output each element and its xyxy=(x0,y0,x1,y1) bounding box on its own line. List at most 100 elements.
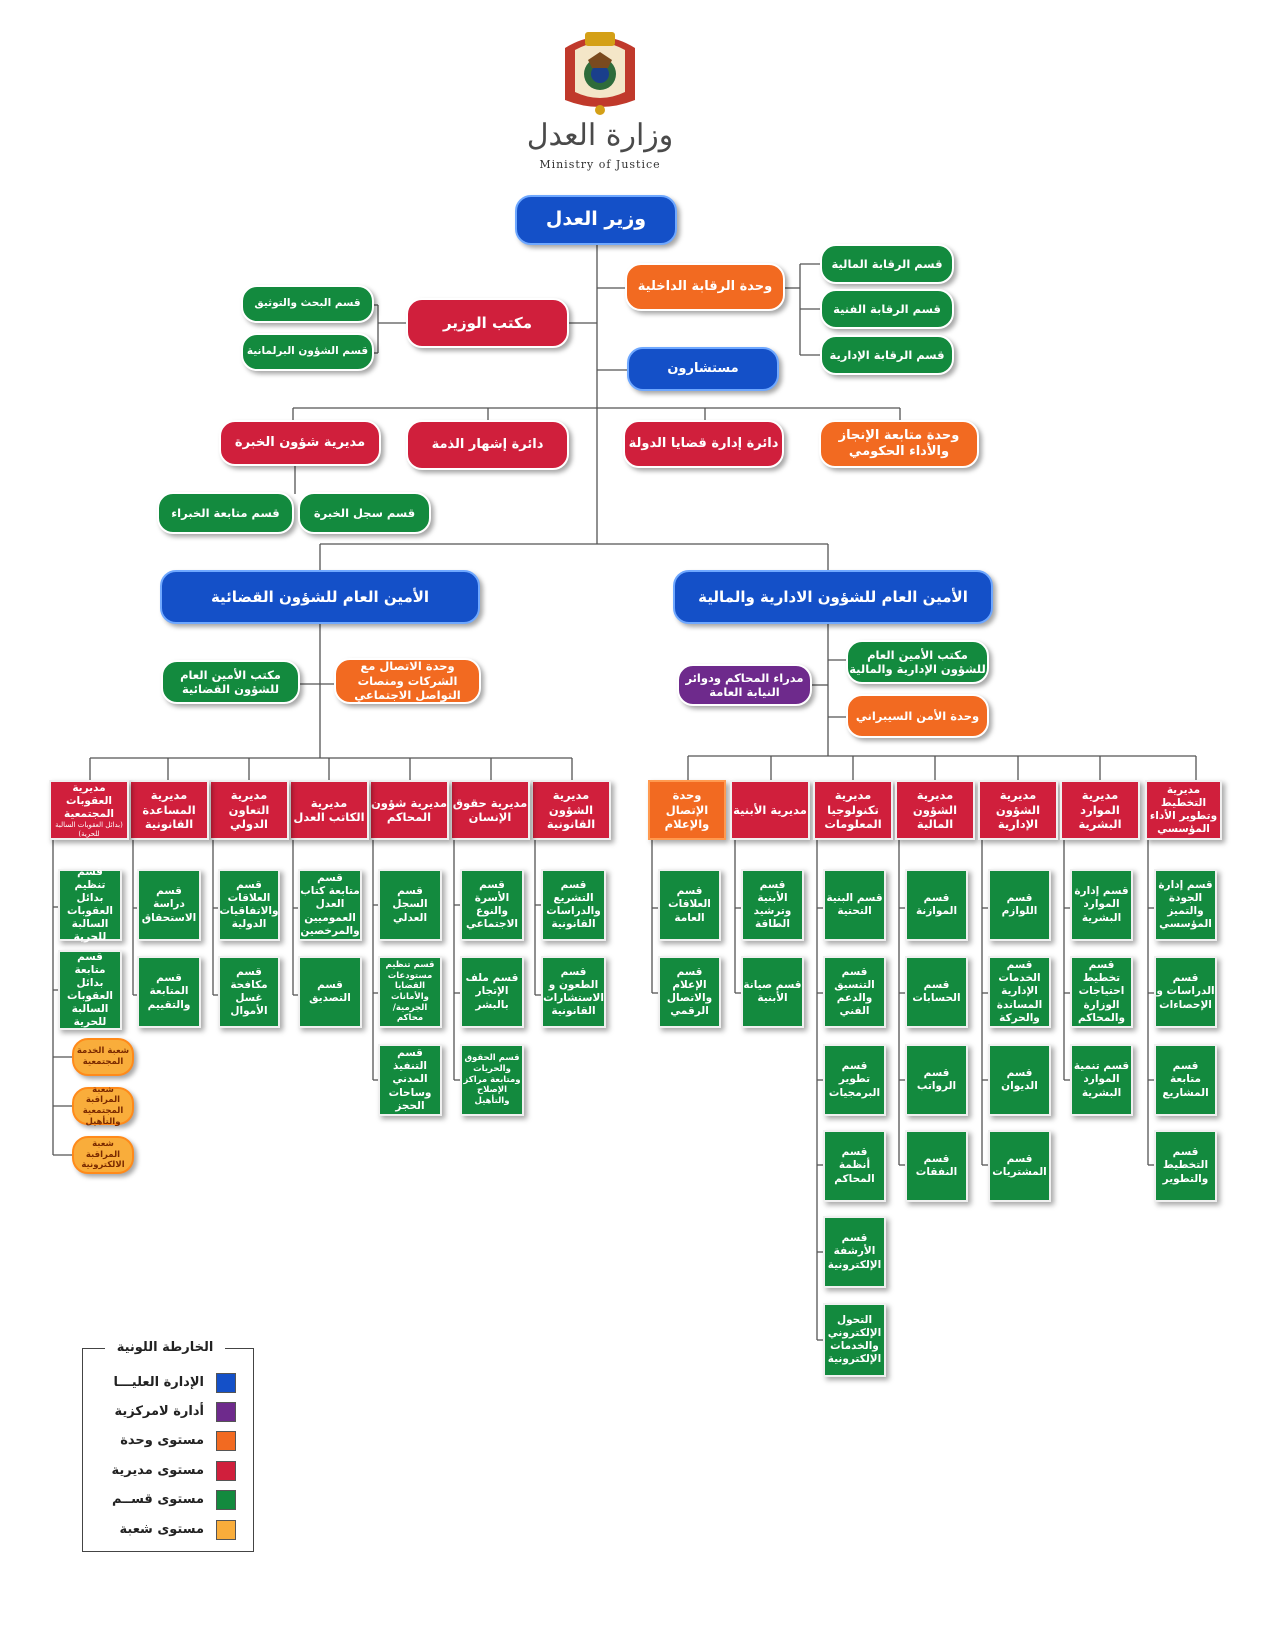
parliament-section-box[interactable]: قسم الشؤون البرلمانية xyxy=(241,333,374,371)
section-court-systems[interactable]: قسم أنظمة المحاكم xyxy=(823,1130,886,1202)
admin-directorate-administrative[interactable]: مديرية الشؤون الإدارية xyxy=(978,780,1058,840)
section-family-gender[interactable]: قسم الأسرة والنوع الاجتماعي xyxy=(460,869,524,941)
judicial-comms-unit-box[interactable]: وحدة الاتصال مع الشركات ومنصات التواصل ا… xyxy=(334,658,481,704)
section-projects-followup[interactable]: قسم متابعة المشاريع xyxy=(1154,1044,1217,1116)
performance-unit-box[interactable]: وحدة متابعة الإنجاز والأداء الحكومي xyxy=(819,420,979,468)
admin-office-box[interactable]: مكتب الأمين العام للشؤون الإدارية والمال… xyxy=(846,640,989,684)
judicial-office-box[interactable]: مكتب الأمين العام للشؤون القضائية xyxy=(161,660,300,704)
section-hr-development[interactable]: قسم تنمية الموارد البشرية xyxy=(1070,1044,1133,1116)
section-needs-planning[interactable]: قسم تخطيط احتياجات الوزارة والمحاكم xyxy=(1070,956,1133,1028)
judicial-directorate-community-penalties[interactable]: مديرية العقوبات المجتمعية (بدائل العقوبا… xyxy=(49,780,129,840)
legend-label: مستوى شعبة xyxy=(119,1522,205,1537)
legend-row-decentralized: أدارة لامركزية xyxy=(96,1401,236,1423)
section-public-relations[interactable]: قسم العلاقات العامة xyxy=(658,869,721,941)
admin-secretary-box[interactable]: الأمين العام للشؤون الادارية والمالية xyxy=(673,570,993,624)
admin-directorate-planning[interactable]: مديرية التخطيط وتطوير الأداء المؤسسي xyxy=(1145,780,1222,840)
community-penalties-subtitle: (بدائل العقوبات السالبة للحرية) xyxy=(55,820,123,838)
section-infrastructure[interactable]: قسم البنية التحتية xyxy=(823,869,886,941)
legend-row-unit: مستوى وحدة xyxy=(96,1430,236,1452)
legend-row-directorate: مستوى مديرية xyxy=(96,1460,236,1482)
legend-label: مستوى وحدة xyxy=(120,1433,204,1448)
section-support-services[interactable]: قسم الخدمات الإدارية المساندة والحركة xyxy=(988,956,1051,1028)
judicial-directorate-notary[interactable]: مديرية الكاتب العدل xyxy=(289,780,369,840)
section-intl-relations[interactable]: قسم العلاقات والاتفاقيات الدولية xyxy=(218,869,280,941)
section-alternative-organizing[interactable]: قسم تنظيم بدائل العقوبات السالبة للحرية xyxy=(58,866,122,943)
judicial-directorate-legal-aid[interactable]: مديرية المساعدة القانونية xyxy=(129,780,209,840)
branch-community-service[interactable]: شعبة الخدمة المجتمعية xyxy=(72,1038,134,1076)
expertise-directorate-box[interactable]: مديرية شؤون الخبرة xyxy=(219,420,381,466)
financial-audit-section-box[interactable]: قسم الرقابة المالية xyxy=(820,244,954,284)
internal-audit-unit-box[interactable]: وحدة الرقابة الداخلية xyxy=(625,263,785,311)
section-civil-execution[interactable]: قسم التنفيذ المدني وساحات الحجز xyxy=(378,1044,442,1116)
admin-directorate-buildings[interactable]: مديرية الأبنية xyxy=(730,780,810,840)
advisors-box[interactable]: مستشارون xyxy=(627,347,779,391)
section-monitoring-evaluation[interactable]: قسم المتابعة والتقييم xyxy=(137,956,201,1028)
admin-directorate-finance[interactable]: مديرية الشؤون المالية xyxy=(895,780,975,840)
section-digital-media[interactable]: قسم الإعلام والاتصال الرقمي xyxy=(658,956,721,1028)
section-criminal-record[interactable]: قسم السجل العدلي xyxy=(378,869,442,941)
section-e-transformation[interactable]: التحول الإلكتروني والخدمات الإلكترونية xyxy=(823,1303,886,1377)
state-cases-department-box[interactable]: دائرة إدارة قضايا الدولة xyxy=(623,420,784,468)
insolvency-department-box[interactable]: دائرة إشهار الذمة xyxy=(406,420,569,470)
section-hr-management[interactable]: قسم إدارة الموارد البشرية xyxy=(1070,869,1133,941)
section-quality-excellence[interactable]: قسم إدارة الجودة والتميز المؤسسي xyxy=(1154,869,1217,941)
section-buildings-energy[interactable]: قسم الأبنية وترشيد الطاقة xyxy=(741,869,804,941)
section-planning-development[interactable]: قسم التخطيط والتطوير xyxy=(1154,1130,1217,1202)
judicial-secretary-box[interactable]: الأمين العام للشؤون القضائية xyxy=(160,570,480,624)
section-tech-support[interactable]: قسم التنسيق والدعم الفني xyxy=(823,956,886,1028)
judicial-directorate-legal[interactable]: مديرية الشؤون القانونية xyxy=(531,780,611,840)
research-section-box[interactable]: قسم البحث والتوثيق xyxy=(241,285,374,323)
branch-electronic-monitoring[interactable]: شعبة المراقبة الالكترونية xyxy=(72,1136,134,1174)
section-notary-followup[interactable]: قسم متابعة كتاب العدل العموميين والمرخصي… xyxy=(298,869,362,941)
community-penalties-title: مديرية العقوبات المجتمعية xyxy=(63,781,115,820)
section-eligibility[interactable]: قسم دراسة الاستحقاق xyxy=(137,869,201,941)
admin-audit-section-box[interactable]: قسم الرقابة الإدارية xyxy=(820,335,954,375)
legend-swatch xyxy=(216,1490,236,1510)
section-trafficking[interactable]: قسم ملف الإتجار بالبشر xyxy=(460,956,524,1028)
section-registry[interactable]: قسم الديوان xyxy=(988,1044,1051,1116)
section-attestation[interactable]: قسم التصديق xyxy=(298,956,362,1028)
section-rights-reform[interactable]: قسم الحقوق والحريات ومتابعة مراكز الإصلا… xyxy=(460,1044,524,1116)
courts-managers-box[interactable]: مدراء المحاكم ودوائر النيابة العامة xyxy=(677,664,812,706)
section-e-archiving[interactable]: قسم الأرشفة الإلكترونية xyxy=(823,1216,886,1288)
section-case-warehouses[interactable]: قسم تنظيم مستودعات القضايا والأمانات الج… xyxy=(378,956,442,1028)
experts-followup-section-box[interactable]: قسم متابعة الخبراء xyxy=(157,492,294,534)
section-expenses[interactable]: قسم النفقات xyxy=(905,1130,968,1202)
cyber-security-unit-box[interactable]: وحدة الأمن السيبراني xyxy=(846,694,989,738)
branch-community-monitoring[interactable]: شعبة المراقبة المجتمعية والتأهيل xyxy=(72,1085,134,1127)
minister-box[interactable]: وزير العدل xyxy=(515,195,677,245)
legend-row-top-management: الإدارة العليـــا xyxy=(96,1372,236,1394)
logo-english-text: Ministry of Justice xyxy=(539,158,661,171)
section-software-dev[interactable]: قسم تطوير البرمجيات xyxy=(823,1044,886,1116)
technical-audit-section-box[interactable]: قسم الرقابة الفنية xyxy=(820,289,954,329)
legend-label: الإدارة العليـــا xyxy=(113,1375,204,1390)
section-anti-money-laundering[interactable]: قسم مكافحة غسل الأموال xyxy=(218,956,280,1028)
legend-swatch xyxy=(216,1431,236,1451)
section-studies-statistics[interactable]: قسم الدراسات و الإحصاءات xyxy=(1154,956,1217,1028)
section-legislation[interactable]: قسم التشريع والدراسات القانونية xyxy=(541,869,606,941)
experts-registry-section-box[interactable]: قسم سجل الخبرة xyxy=(298,492,431,534)
admin-directorate-it[interactable]: مديرية تكنولوجيا المعلومات xyxy=(813,780,893,840)
judicial-directorate-human-rights[interactable]: مديرية حقوق الإنسان xyxy=(450,780,530,840)
section-supplies[interactable]: قسم اللوازم xyxy=(988,869,1051,941)
section-appeals[interactable]: قسم الطعون و الاستشارات القانونية xyxy=(541,956,606,1028)
judicial-directorate-courts[interactable]: مديرية شؤون المحاكم xyxy=(369,780,449,840)
section-budget[interactable]: قسم الموازنة xyxy=(905,869,968,941)
legend-swatch xyxy=(216,1520,236,1540)
section-building-maintenance[interactable]: قسم صيانة الأبنية xyxy=(741,956,804,1028)
admin-directorate-hr[interactable]: مديرية الموارد البشرية xyxy=(1060,780,1140,840)
logo-arabic-text: وزارة العدل xyxy=(526,118,674,153)
section-salaries[interactable]: قسم الرواتب xyxy=(905,1044,968,1116)
legend-row-branch: مستوى شعبة xyxy=(96,1519,236,1541)
minister-office-box[interactable]: مكتب الوزير xyxy=(406,298,569,348)
section-procurement[interactable]: قسم المشتريات xyxy=(988,1130,1051,1202)
legend-title: الخارطة اللونية xyxy=(105,1340,225,1355)
legend-row-section: مستوى قســم xyxy=(96,1489,236,1511)
section-accounts[interactable]: قسم الحسابات xyxy=(905,956,968,1028)
legend-label: مستوى قســم xyxy=(112,1492,204,1507)
legend-swatch xyxy=(216,1373,236,1393)
section-alternative-followup[interactable]: قسم متابعة بدائل العقوبات السالبة للحرية xyxy=(58,950,122,1030)
admin-comms-unit[interactable]: وحدة الإتصال والإعلام xyxy=(648,780,726,840)
judicial-directorate-intl-coop[interactable]: مديرية التعاون الدولي xyxy=(209,780,289,840)
